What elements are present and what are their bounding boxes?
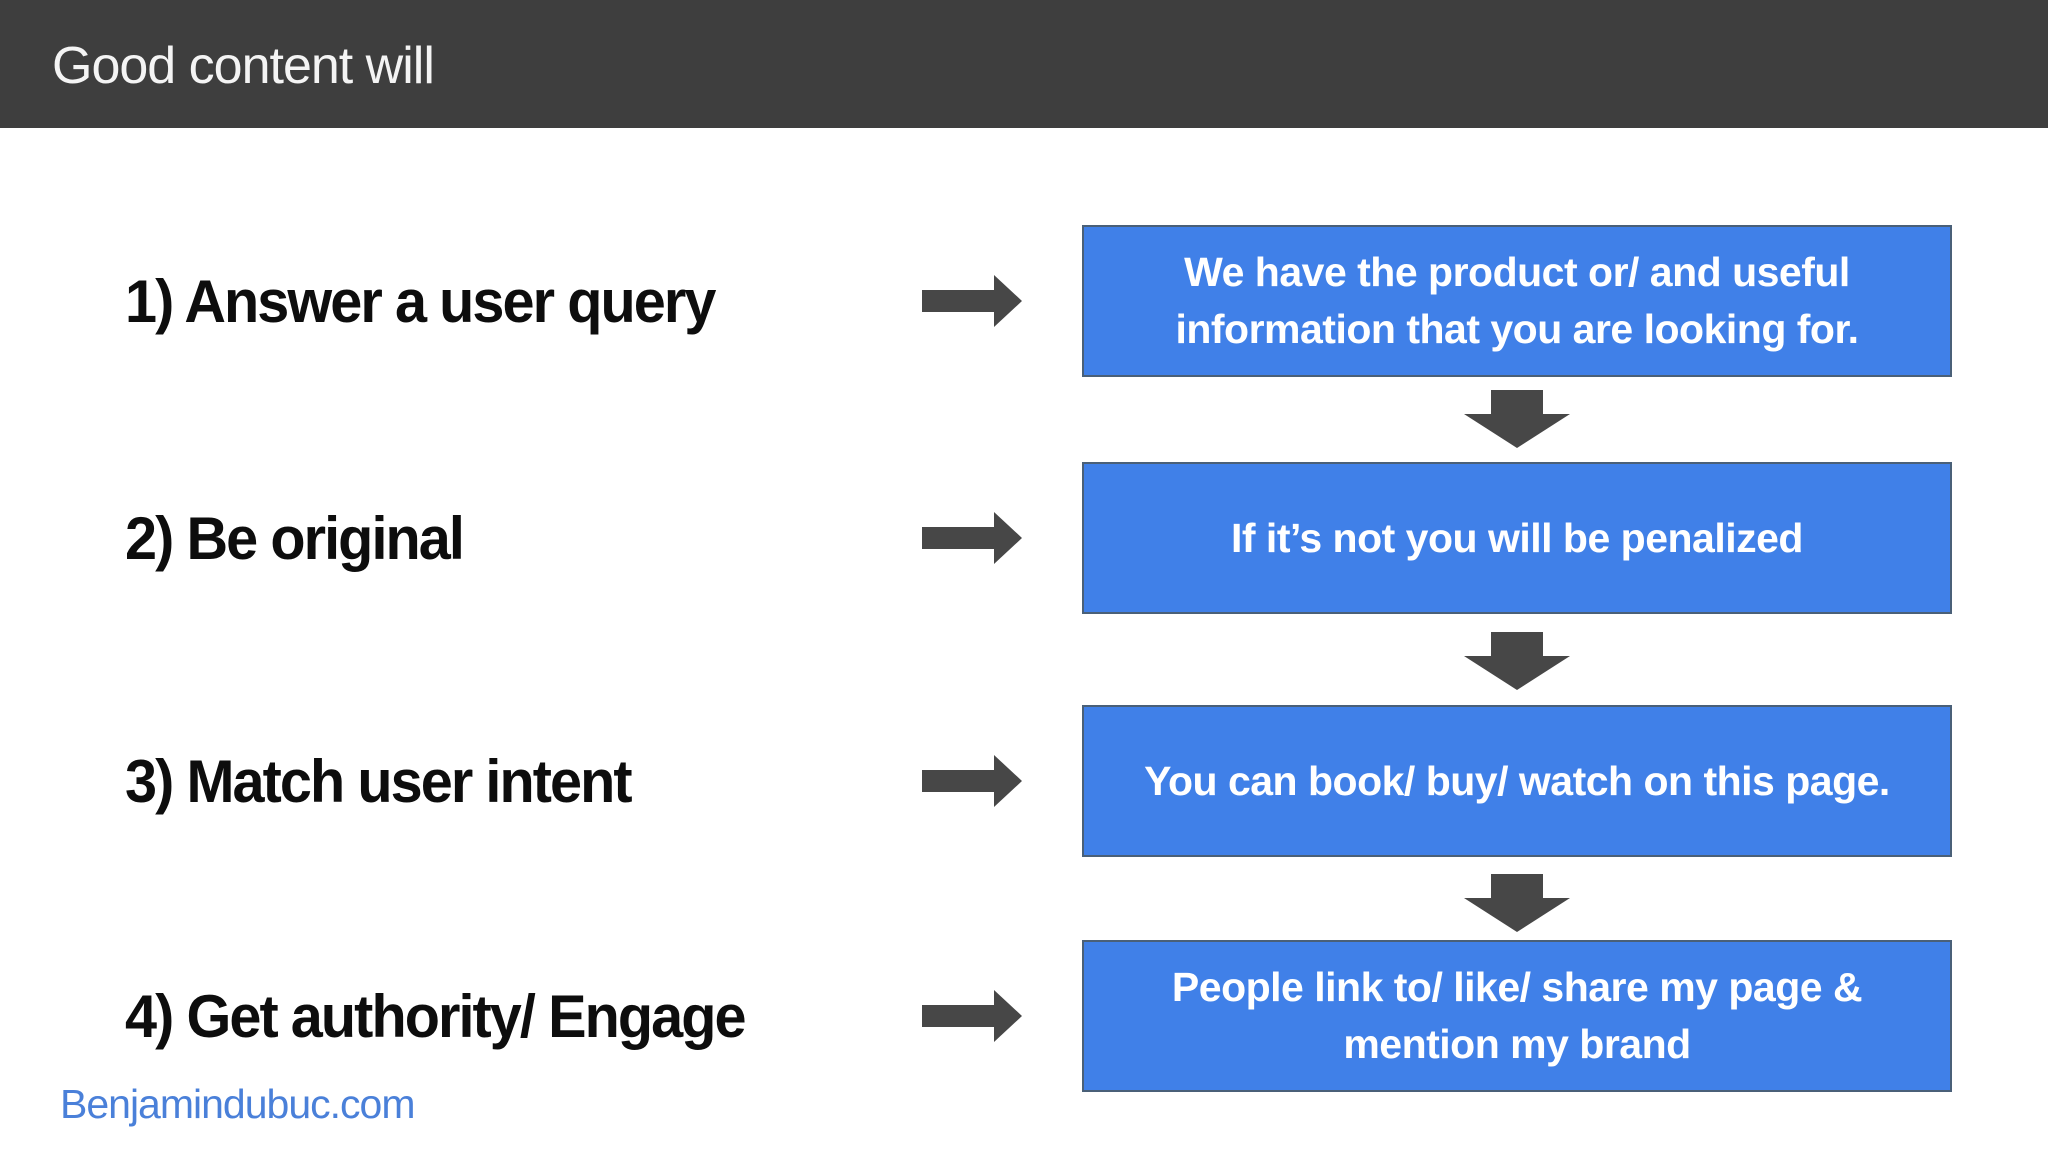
result-text-2: If it’s not you will be penalized [1231, 514, 1803, 561]
right-arrow-icon [922, 990, 1022, 1042]
flow-row-2: 2) Be original If it’s not you will be p… [0, 462, 2048, 614]
down-arrow-icon [1464, 874, 1570, 932]
result-box-1: We have the product or/ and useful infor… [1082, 225, 1952, 377]
step-label-2: 2) Be original [125, 504, 465, 572]
result-box-2: If it’s not you will be penalized [1082, 462, 1952, 614]
flow-row-4: 4) Get authority/ Engage People link to/… [0, 940, 2048, 1092]
step-label-4: 4) Get authority/ Engage [125, 982, 747, 1050]
result-text-3: You can book/ buy/ watch on this page. [1144, 757, 1890, 804]
result-box-3: You can book/ buy/ watch on this page. [1082, 705, 1952, 857]
right-arrow-icon [922, 275, 1022, 327]
header-bar: Good content will [0, 0, 2048, 128]
flow-row-1: 1) Answer a user query We have the produ… [0, 225, 2048, 377]
right-arrow-icon [922, 755, 1022, 807]
step-label-1: 1) Answer a user query [125, 267, 716, 335]
down-arrow-icon [1464, 390, 1570, 448]
step-label-3: 3) Match user intent [125, 747, 633, 815]
result-text-1: We have the product or/ and useful infor… [1175, 249, 1859, 352]
down-arrow-icon [1464, 632, 1570, 690]
result-text-4: People link to/ like/ share my page & me… [1171, 964, 1863, 1067]
result-box-4: People link to/ like/ share my page & me… [1082, 940, 1952, 1092]
website-link[interactable]: Benjamindubuc.com [60, 1080, 415, 1127]
slide-title: Good content will [52, 37, 435, 95]
footer: Benjamindubuc.com [60, 1076, 415, 1132]
right-arrow-icon [922, 512, 1022, 564]
flow-row-3: 3) Match user intent You can book/ buy/ … [0, 705, 2048, 857]
